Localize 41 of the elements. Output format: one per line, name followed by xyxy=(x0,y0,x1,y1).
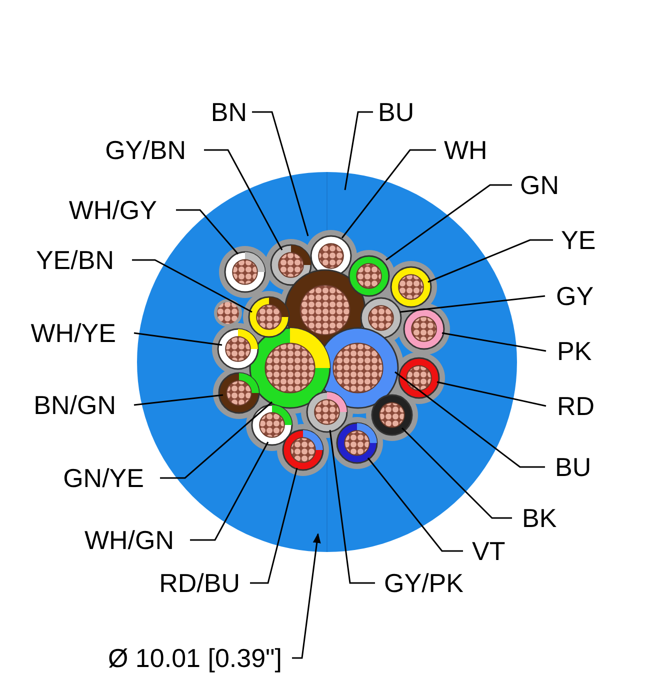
wire-color-label: GY/PK xyxy=(384,568,464,598)
diameter-label: Ø 10.01 [0.39"] xyxy=(108,643,282,673)
wire-color-label: GY xyxy=(556,281,594,311)
wire-color-label: BK xyxy=(522,503,557,533)
leader-line xyxy=(341,149,436,238)
leader-line xyxy=(176,209,239,254)
wire-color-label: BU xyxy=(378,97,414,127)
leader-line xyxy=(132,259,252,313)
leader-line xyxy=(134,332,222,346)
wire-color-label: VT xyxy=(472,536,506,566)
wire-color-label: PK xyxy=(557,336,592,366)
leader-line xyxy=(252,111,309,236)
wire-color-label: GN/YE xyxy=(63,463,144,493)
wire-color-label: WH xyxy=(444,135,488,165)
wire-color-label: BN/GN xyxy=(34,390,116,420)
leader-line xyxy=(394,371,545,468)
leader-line xyxy=(386,184,512,261)
wire-color-label: GN xyxy=(520,170,559,200)
wire-color-label: WH/YE xyxy=(30,318,116,348)
leader-line xyxy=(292,533,321,659)
wire-color-label: RD/BU xyxy=(159,568,240,598)
leader-line xyxy=(428,239,553,283)
wire-color-label: WH/GY xyxy=(68,195,157,225)
wire-color-label: WH/GN xyxy=(84,525,174,555)
leader-line xyxy=(344,111,373,190)
leader-line xyxy=(190,442,269,541)
wire-color-label: RD xyxy=(557,391,595,421)
leader-line xyxy=(367,458,463,552)
leader-line xyxy=(329,430,375,584)
leader-line xyxy=(250,468,298,584)
wire-color-label: YE/BN xyxy=(36,245,114,275)
leader-line xyxy=(400,295,546,313)
leader-line xyxy=(442,332,546,352)
leader-line xyxy=(160,401,272,479)
leader-line xyxy=(204,149,283,250)
wire-color-label: BU xyxy=(555,452,592,482)
wire-color-label: GY/BN xyxy=(105,135,186,165)
wire-color-label: YE xyxy=(561,225,596,255)
leader-line xyxy=(401,427,512,519)
wire-color-label: BN xyxy=(210,97,247,127)
leader-line xyxy=(436,381,546,407)
